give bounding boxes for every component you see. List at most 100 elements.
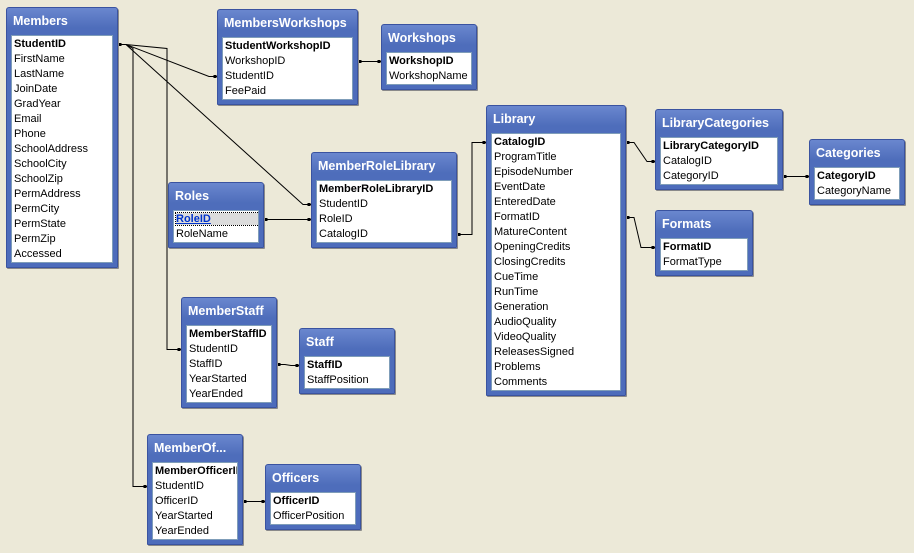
- field-staffid[interactable]: StaffID: [307, 359, 343, 371]
- table-title[interactable]: MemberOf...: [154, 441, 227, 455]
- field-list[interactable]: RoleID RoleName: [173, 210, 259, 243]
- table-title[interactable]: Roles: [175, 189, 210, 203]
- field-officerid[interactable]: OfficerID: [273, 495, 320, 507]
- selected-field-label[interactable]: RoleID: [175, 212, 258, 226]
- field-openingcredits[interactable]: OpeningCredits: [494, 241, 571, 253]
- field-catalogid[interactable]: CatalogID: [319, 228, 368, 240]
- field-firstname[interactable]: FirstName: [14, 53, 65, 65]
- field-closingcredits[interactable]: ClosingCredits: [494, 256, 566, 268]
- field-permcity[interactable]: PermCity: [14, 203, 60, 215]
- field-schooladdress[interactable]: SchoolAddress: [14, 143, 88, 155]
- field-categoryname[interactable]: CategoryName: [817, 185, 891, 197]
- field-entereddate[interactable]: EnteredDate: [494, 196, 556, 208]
- field-roleid[interactable]: RoleID: [319, 213, 353, 225]
- field-formatid[interactable]: FormatID: [663, 241, 712, 253]
- field-yearended[interactable]: YearEnded: [155, 525, 210, 537]
- field-list[interactable]: MemberStaffID StudentID StaffID YearStarted…: [186, 325, 272, 403]
- field-yearstarted[interactable]: YearStarted: [189, 373, 247, 385]
- field-officerid[interactable]: OfficerID: [155, 495, 199, 507]
- field-staffid[interactable]: StaffID: [189, 358, 223, 370]
- field-permaddress[interactable]: PermAddress: [14, 188, 81, 200]
- field-memberstaffid[interactable]: MemberStaffID: [189, 328, 267, 340]
- field-programtitle[interactable]: ProgramTitle: [494, 151, 557, 163]
- field-categoryid[interactable]: CategoryID: [663, 170, 719, 182]
- field-permstate[interactable]: PermState: [14, 218, 66, 230]
- field-catalogid[interactable]: CatalogID: [494, 136, 546, 148]
- field-categoryid[interactable]: CategoryID: [817, 170, 876, 182]
- field-schoolcity[interactable]: SchoolCity: [14, 158, 67, 170]
- table-memberofficers[interactable]: MemberOf... MemberOfficerID StudentID Offic…: [147, 434, 243, 545]
- field-list[interactable]: CategoryID CategoryName: [814, 167, 900, 200]
- field-list[interactable]: WorkshopID WorkshopName: [386, 52, 472, 85]
- field-workshopid[interactable]: WorkshopID: [225, 55, 286, 67]
- field-yearended[interactable]: YearEnded: [189, 388, 244, 400]
- field-email[interactable]: Email: [14, 113, 42, 125]
- table-title[interactable]: Formats: [662, 217, 712, 231]
- field-releasessigned[interactable]: ReleasesSigned: [494, 346, 575, 358]
- field-yearstarted[interactable]: YearStarted: [155, 510, 213, 522]
- table-title[interactable]: LibraryCategories: [662, 116, 769, 130]
- field-accessed[interactable]: Accessed: [14, 248, 62, 260]
- table-title[interactable]: Staff: [306, 335, 334, 349]
- field-eventdate[interactable]: EventDate: [494, 181, 546, 193]
- field-studentid[interactable]: StudentID: [155, 480, 204, 492]
- table-title[interactable]: MembersWorkshops: [224, 16, 347, 30]
- field-staffposition[interactable]: StaffPosition: [307, 374, 369, 386]
- field-problems[interactable]: Problems: [494, 361, 541, 373]
- field-roleid[interactable]: RoleID: [174, 212, 258, 227]
- table-title[interactable]: Categories: [816, 146, 881, 160]
- field-list[interactable]: FormatID FormatType: [660, 238, 748, 271]
- field-comments[interactable]: Comments: [494, 376, 548, 388]
- field-list[interactable]: StaffID StaffPosition: [304, 356, 390, 389]
- field-feepaid[interactable]: FeePaid: [225, 85, 266, 97]
- field-cuetime[interactable]: CueTime: [494, 271, 539, 283]
- table-title[interactable]: Workshops: [388, 31, 456, 45]
- field-joindate[interactable]: JoinDate: [14, 83, 58, 95]
- field-gradyear[interactable]: GradYear: [14, 98, 61, 110]
- field-phone[interactable]: Phone: [14, 128, 46, 140]
- field-memberofficerid[interactable]: MemberOfficerID: [155, 465, 237, 477]
- table-title[interactable]: MemberRoleLibrary: [318, 159, 436, 173]
- field-studentid[interactable]: StudentID: [319, 198, 368, 210]
- field-workshopname[interactable]: WorkshopName: [389, 70, 468, 82]
- field-librarycategoryid[interactable]: LibraryCategoryID: [663, 140, 759, 152]
- table-title[interactable]: Library: [493, 112, 536, 126]
- field-lastname[interactable]: LastName: [14, 68, 65, 80]
- field-formatid[interactable]: FormatID: [494, 211, 540, 223]
- field-list[interactable]: MemberRoleLibraryID StudentID RoleID Catalo…: [316, 180, 452, 243]
- field-list[interactable]: MemberOfficerID StudentID OfficerID YearSta…: [152, 462, 238, 540]
- field-workshopid[interactable]: WorkshopID: [389, 55, 454, 67]
- field-studentid[interactable]: StudentID: [189, 343, 238, 355]
- table-title[interactable]: Members: [13, 14, 68, 28]
- field-maturecontent[interactable]: MatureContent: [494, 226, 567, 238]
- field-memberrolelibraryid[interactable]: MemberRoleLibraryID: [319, 183, 434, 195]
- table-title[interactable]: Officers: [272, 471, 320, 485]
- field-studentid[interactable]: StudentID: [14, 38, 66, 50]
- field-formattype[interactable]: FormatType: [663, 256, 722, 268]
- field-audioquality[interactable]: AudioQuality: [494, 316, 557, 328]
- field-schoolzip[interactable]: SchoolZip: [14, 173, 63, 185]
- field-rolename[interactable]: RoleName: [176, 228, 228, 240]
- field-videoquality[interactable]: VideoQuality: [494, 331, 557, 343]
- field-studentid[interactable]: StudentID: [225, 70, 274, 82]
- table-title[interactable]: MemberStaff: [188, 304, 264, 318]
- field-generation[interactable]: Generation: [494, 301, 549, 313]
- field-runtime[interactable]: RunTime: [494, 286, 539, 298]
